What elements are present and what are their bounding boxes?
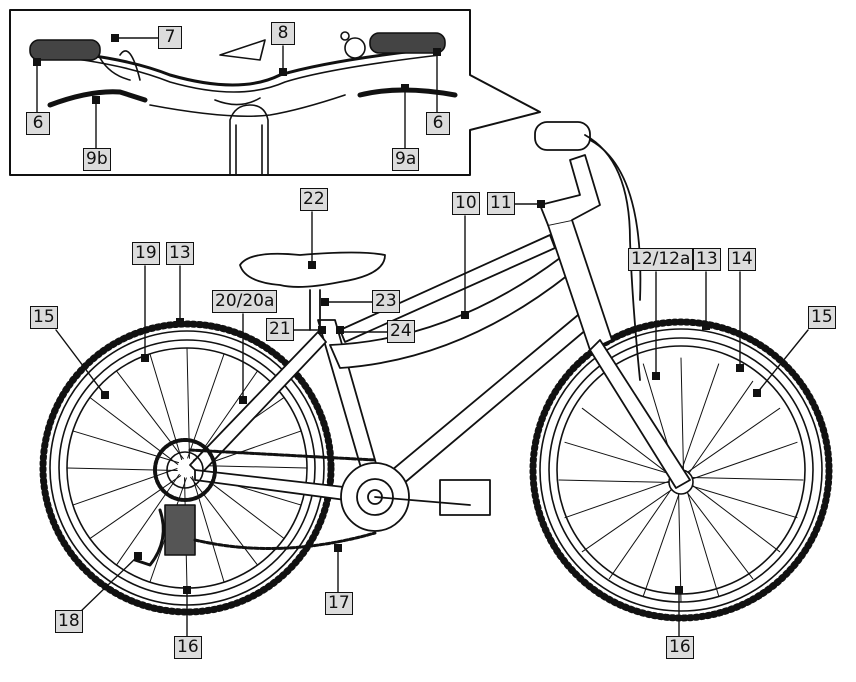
label-15-spokes-rear: 15 <box>30 306 58 329</box>
spoke <box>685 487 720 597</box>
spoke <box>72 468 178 506</box>
spoke <box>642 489 681 597</box>
spoke <box>690 441 798 480</box>
spoke <box>89 396 179 465</box>
label-11-stem: 11 <box>487 192 515 215</box>
frame <box>189 121 691 532</box>
spoke <box>89 475 182 540</box>
label-6-grip-left: 6 <box>26 112 50 135</box>
spoke <box>72 430 180 464</box>
spoke <box>115 473 180 566</box>
spoke <box>581 487 676 553</box>
spoke <box>688 380 754 475</box>
handlebar-inset <box>29 31 458 176</box>
label-9a: 9a <box>392 148 420 171</box>
spoke <box>681 363 720 471</box>
leader-lines <box>36 37 809 637</box>
spoke <box>678 489 682 603</box>
spoke <box>689 483 781 553</box>
spoke <box>190 476 259 566</box>
label-16-valve-front: 16 <box>666 636 694 659</box>
spoke <box>66 467 178 471</box>
label-24: 24 <box>387 320 415 343</box>
spoke <box>191 475 225 583</box>
spoke <box>564 480 672 519</box>
label-20-brake: 20/20a <box>212 290 278 313</box>
spoke <box>690 477 804 481</box>
label-10-frame: 10 <box>452 192 480 215</box>
label-6-grip-right: 6 <box>426 112 450 135</box>
label-16-valve-rear: 16 <box>174 636 202 659</box>
spoke <box>581 407 673 477</box>
spoke <box>115 370 184 460</box>
spoke <box>149 353 183 461</box>
spoke <box>608 485 674 580</box>
label-13-tire-rear: 13 <box>166 242 194 265</box>
label-19-rim: 19 <box>132 242 160 265</box>
label-7-brake-lever: 7 <box>158 26 182 49</box>
label-22-saddle: 22 <box>300 188 328 211</box>
spoke <box>686 407 781 473</box>
spoke <box>680 357 684 471</box>
leader-points <box>33 34 761 594</box>
label-14-rim-front: 14 <box>728 248 756 271</box>
label-17-chain: 17 <box>325 592 353 615</box>
spoke <box>684 488 754 580</box>
label-8-handlebar: 8 <box>271 22 295 45</box>
spoke <box>564 441 674 476</box>
label-15-spokes-front: 15 <box>808 306 836 329</box>
label-13-tire-front: 13 <box>693 248 721 271</box>
drivetrain <box>133 438 377 567</box>
label-12-front-brake: 12/12a <box>628 248 694 271</box>
label-23-seatpost: 23 <box>372 290 400 313</box>
spoke <box>558 479 672 483</box>
label-18-derailleur: 18 <box>55 610 83 633</box>
spoke <box>688 484 798 519</box>
label-9b: 9b <box>83 148 111 171</box>
label-21: 21 <box>266 318 294 341</box>
